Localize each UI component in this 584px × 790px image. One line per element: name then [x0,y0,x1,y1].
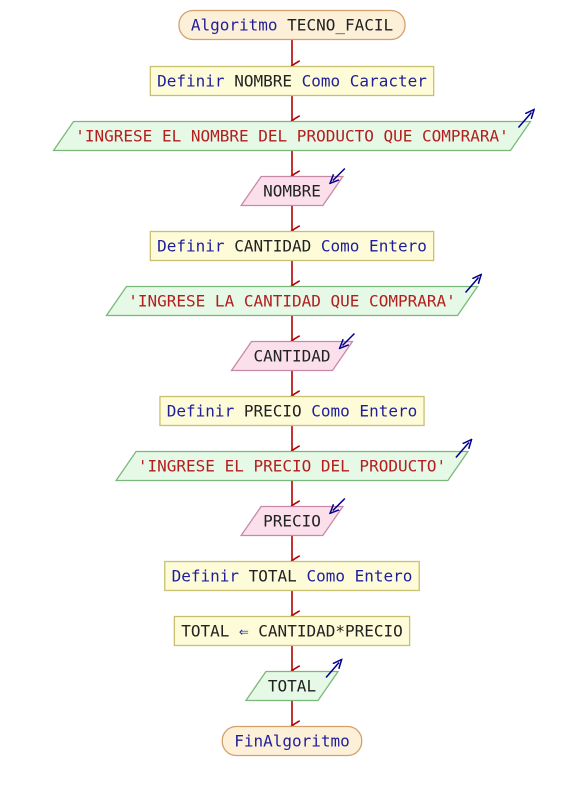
terminal-shape [178,9,406,41]
output-parallelogram [114,450,470,482]
node-label: Definir TOTAL Como Entero [172,567,413,586]
label-segment: TECNO_FACIL [287,16,393,35]
output-parallelogram [244,670,340,702]
node-out-cantidad: 'INGRESE LA CANTIDAD QUE COMPRARA' [105,278,479,317]
node-label: 'INGRESE EL PRECIO DEL PRODUCTO' [138,457,446,476]
node-label: 'INGRESE EL NOMBRE DEL PRODUCTO QUE COMP… [75,127,508,146]
node-in-precio: PRECIO [239,497,346,537]
node-label: CANTIDAD [253,347,330,366]
label-segment: Definir [172,567,249,586]
label-segment: PRECIO [244,402,311,421]
node-out-nombre: 'INGRESE EL NOMBRE DEL PRODUCTO QUE COMP… [52,113,532,152]
label-segment: CANTIDAD [253,347,330,366]
input-arrow-icon [333,167,346,181]
label-segment: Como Entero [311,402,417,421]
label-segment: TOTAL [249,567,307,586]
label-segment: TOTAL [268,677,316,696]
label-segment: Definir [157,72,234,91]
label-segment: Definir [157,237,234,256]
input-arrow-icon [342,332,356,346]
node-label: Definir PRECIO Como Entero [167,402,417,421]
label-segment: Como Entero [321,237,427,256]
input-parallelogram [239,175,345,207]
process-box [159,395,425,427]
node-label: Definir NOMBRE Como Caracter [157,72,427,91]
node-out-total: TOTAL [244,663,340,702]
node-in-nombre: NOMBRE [239,167,346,207]
process-box [149,230,435,262]
node-def-total: Definir TOTAL Como Entero [164,560,420,592]
label-segment: 'INGRESE EL NOMBRE DEL PRODUCTO QUE COMP… [75,127,508,146]
label-segment: ⇐ [239,622,249,641]
output-parallelogram [105,285,479,317]
node-assign-total: TOTAL ⇐ CANTIDAD*PRECIO [173,615,411,647]
node-def-nombre: Definir NOMBRE Como Caracter [149,65,435,97]
node-out-precio: 'INGRESE EL PRECIO DEL PRODUCTO' [114,443,470,482]
output-arrow-icon [464,278,479,293]
output-arrow-icon [455,443,469,458]
node-label: 'INGRESE LA CANTIDAD QUE COMPRARA' [128,292,456,311]
node-label: Algoritmo TECNO_FACIL [191,16,393,35]
terminal-shape [221,725,363,757]
node-start: Algoritmo TECNO_FACIL [178,9,406,41]
label-segment: 'INGRESE LA CANTIDAD QUE COMPRARA' [128,292,456,311]
node-label: Definir CANTIDAD Como Entero [157,237,427,256]
node-def-precio: Definir PRECIO Como Entero [159,395,425,427]
node-in-cantidad: CANTIDAD [230,332,356,372]
label-segment: TOTAL [181,622,239,641]
process-box [164,560,420,592]
node-label: NOMBRE [263,182,321,201]
label-segment: Definir [167,402,244,421]
node-label: FinAlgoritmo [234,732,350,751]
label-segment: PRECIO [263,512,321,531]
label-segment: FinAlgoritmo [234,732,350,751]
label-segment: NOMBRE [234,72,301,91]
node-def-cantidad: Definir CANTIDAD Como Entero [149,230,435,262]
label-segment: Como Entero [306,567,412,586]
label-segment: CANTIDAD [234,237,321,256]
label-segment: 'INGRESE EL PRECIO DEL PRODUCTO' [138,457,446,476]
node-label: PRECIO [263,512,321,531]
process-box [173,615,411,647]
node-label: TOTAL [268,677,316,696]
process-box [149,65,435,97]
input-parallelogram [230,340,354,372]
label-segment: Algoritmo [191,16,287,35]
node-end: FinAlgoritmo [221,725,363,757]
output-arrow-icon [325,663,339,678]
node-label: TOTAL ⇐ CANTIDAD*PRECIO [181,622,403,641]
output-arrow-icon [517,113,531,128]
label-segment: CANTIDAD*PRECIO [249,622,403,641]
output-parallelogram [52,120,532,152]
input-arrow-icon [333,497,346,511]
label-segment: NOMBRE [263,182,321,201]
input-parallelogram [239,505,345,537]
label-segment: Como Caracter [302,72,428,91]
